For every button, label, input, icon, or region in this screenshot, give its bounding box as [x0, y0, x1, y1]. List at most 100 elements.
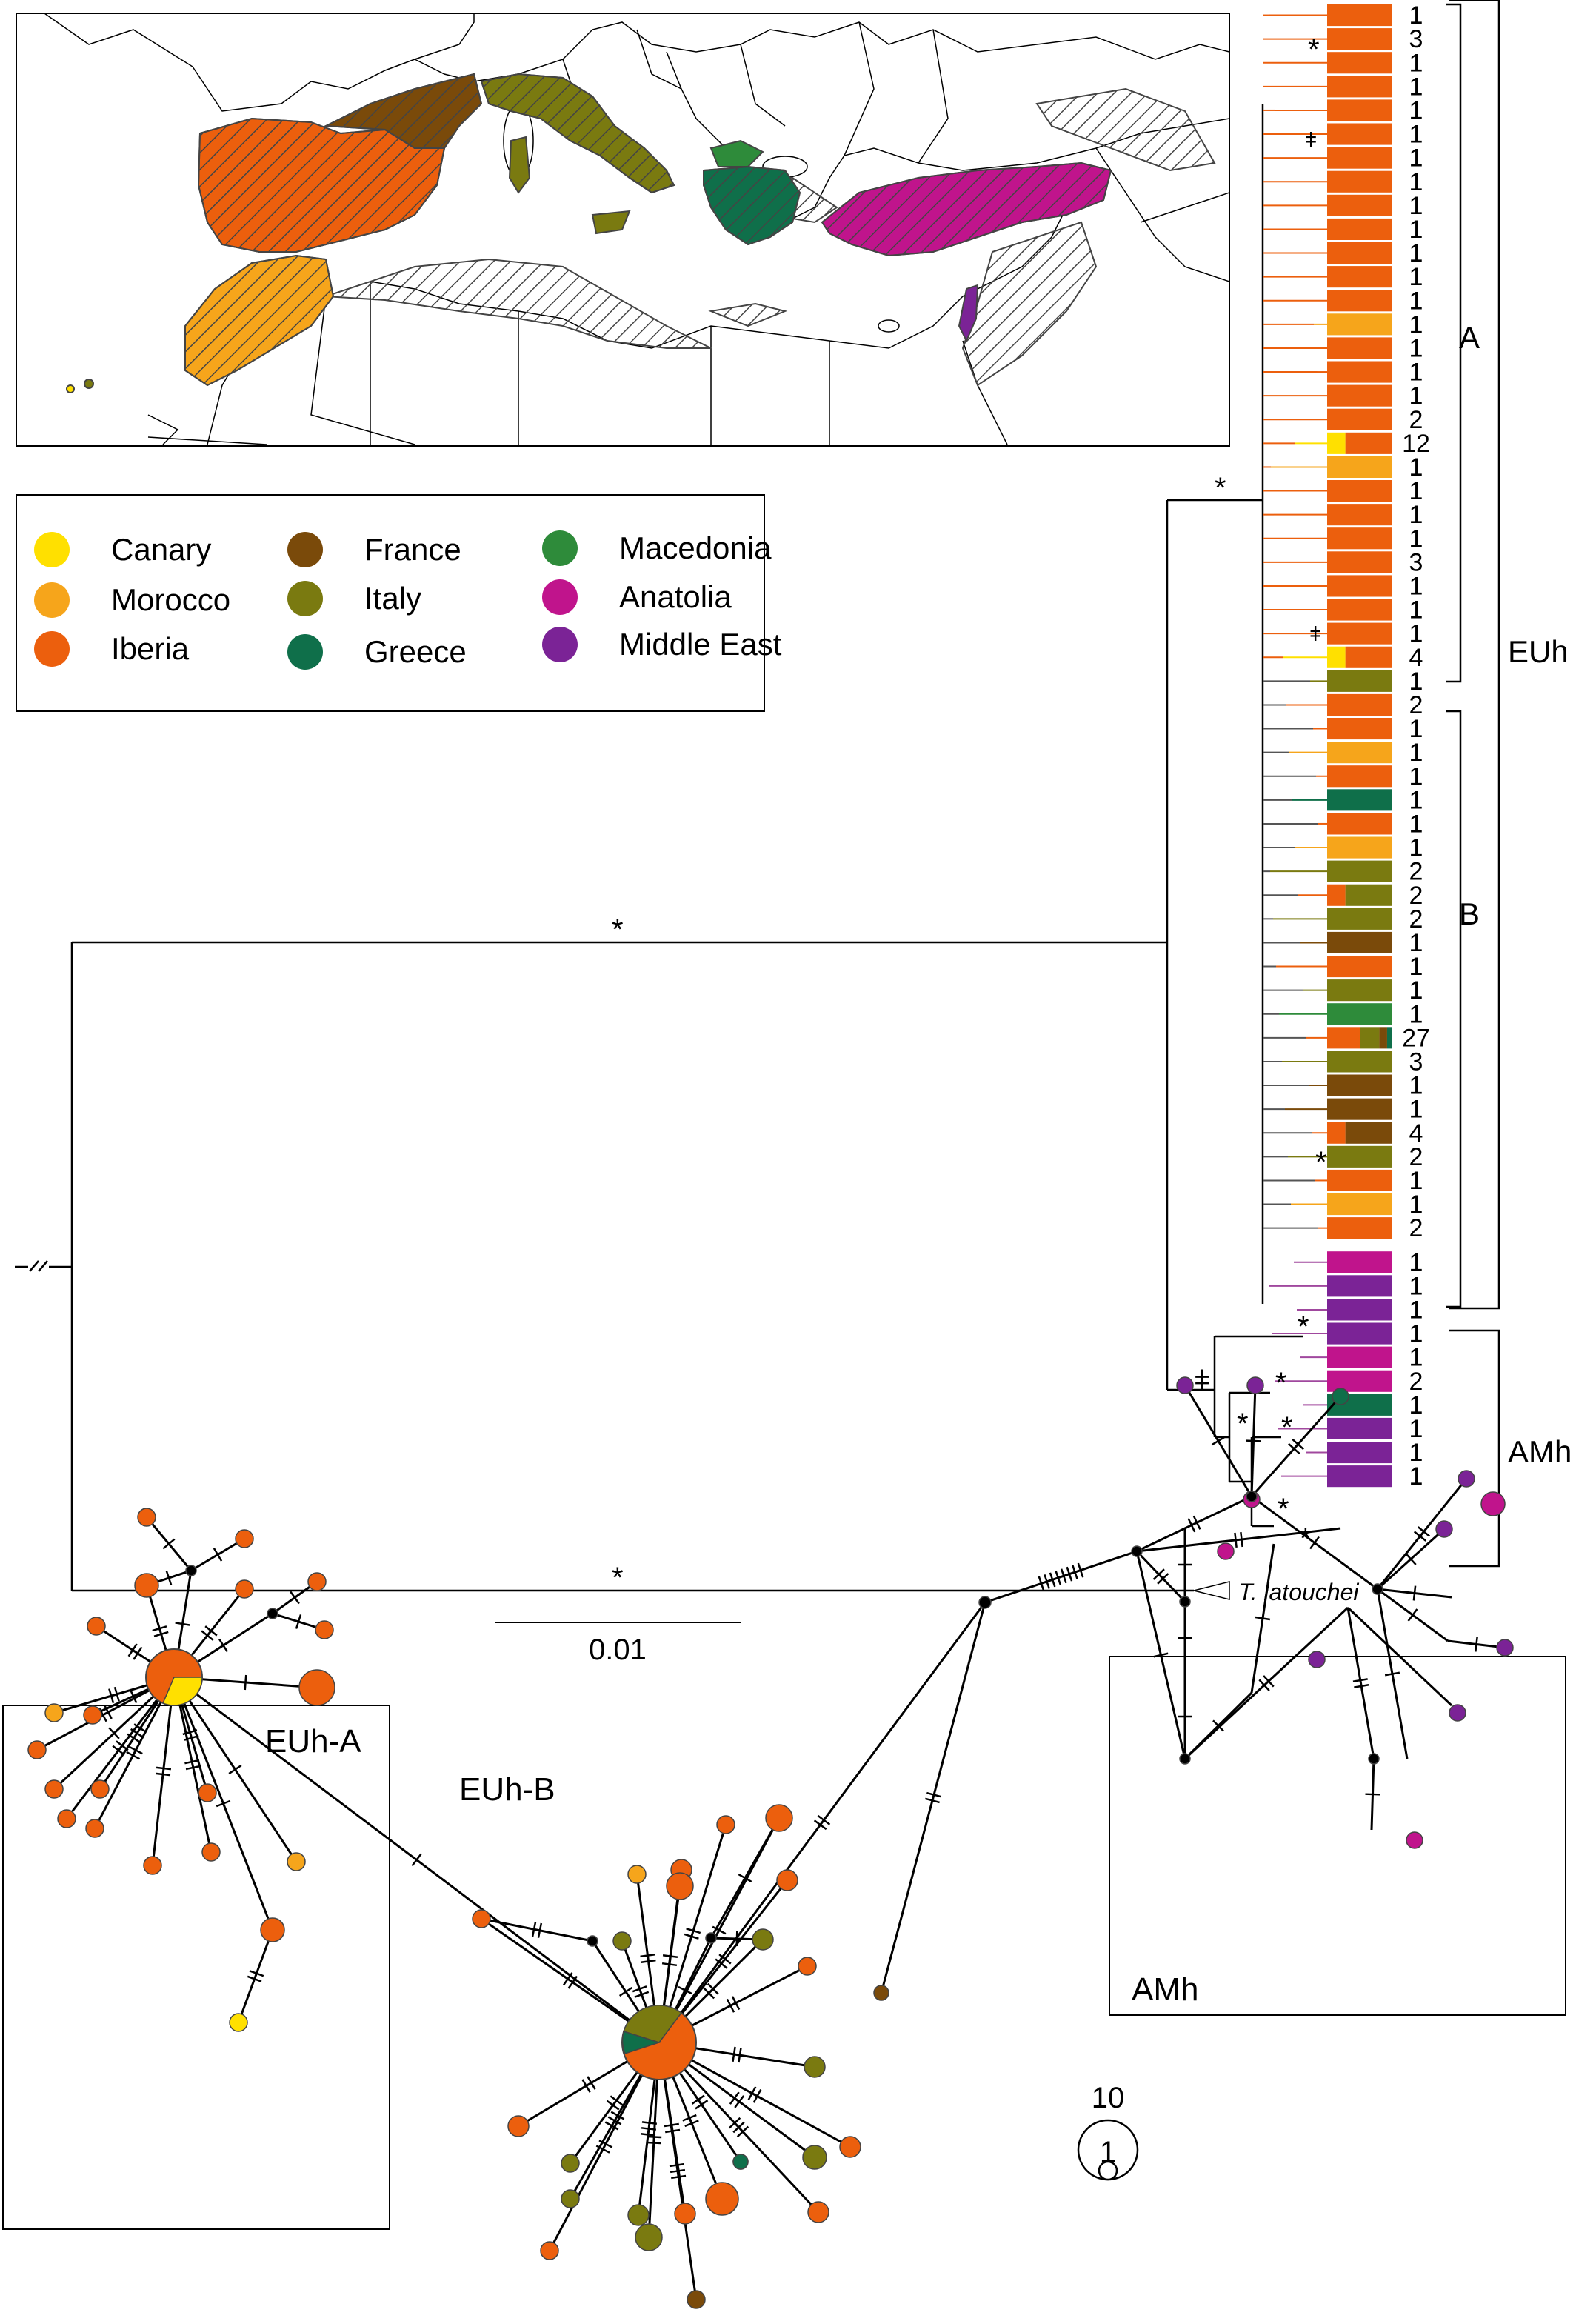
mutation-tick	[618, 1986, 633, 1997]
mutation-tick	[1038, 1576, 1045, 1591]
haplotype-node	[804, 2056, 826, 2078]
network-label-euh-a: EUh-A	[265, 1723, 361, 1759]
mutation-tick	[204, 1625, 218, 1637]
tip-segment	[1327, 622, 1392, 645]
mutation-tick	[1405, 1553, 1417, 1565]
network-edge	[237, 1929, 274, 2023]
region-morocco-hatch	[184, 254, 335, 387]
haplotype-node	[612, 1931, 632, 1951]
tip-count: 2	[1409, 406, 1423, 434]
legend-swatch-france	[287, 532, 323, 567]
haplotype-node	[765, 1804, 793, 1832]
tip-segment	[1327, 1098, 1392, 1120]
mutation-tick	[1044, 1574, 1050, 1589]
network-edge	[1135, 1550, 1186, 1603]
tip-segment	[1327, 646, 1346, 668]
tip-segment	[1327, 813, 1392, 835]
tip-bar: 1	[1327, 834, 1423, 862]
tip-count: 1	[1409, 1415, 1423, 1443]
mutation-tick	[1352, 1678, 1368, 1682]
bracket-b	[1446, 710, 1462, 1308]
tip-segment	[1327, 194, 1392, 216]
tip-bar: 1	[1327, 49, 1423, 77]
tip-segment	[1327, 1193, 1392, 1216]
tip-count: 1	[1409, 239, 1423, 267]
haplotype-node	[1449, 1704, 1466, 1722]
tip-bar: 1	[1327, 1415, 1423, 1443]
phylogenetic-tree: * * * * * * * * * * * ǂ ǂ ǂ 131111111111…	[15, 0, 1572, 1666]
region-middle-east	[958, 284, 979, 343]
mutation-tick	[216, 1799, 231, 1808]
dagger-a-2: ǂ	[1309, 622, 1321, 645]
map-coastline-north	[44, 13, 475, 112]
tip-segment	[1327, 1122, 1346, 1144]
mutation-tick	[185, 1765, 201, 1771]
tip-segment	[1327, 384, 1392, 407]
dagger-amh: ǂ	[1194, 1365, 1210, 1396]
tip-segment	[1327, 1322, 1392, 1345]
haplotype-node	[674, 2203, 696, 2225]
tip-bar: 1	[1327, 1167, 1423, 1195]
tip-count: 1	[1409, 1439, 1423, 1467]
tip-bar: 1	[1327, 310, 1423, 339]
haplotype-node	[87, 1617, 106, 1636]
tip-count: 1	[1409, 1, 1423, 30]
network-edge	[1136, 1495, 1252, 1553]
tip-count: 1	[1409, 1296, 1423, 1325]
tip-count: 1	[1409, 1072, 1423, 1100]
tip-segment	[1327, 147, 1392, 169]
support-star-outgroup: *	[612, 1562, 624, 1594]
dagger-a-1: ǂ	[1305, 128, 1317, 151]
median-vector	[705, 1932, 717, 1944]
map-borders-europe	[562, 21, 949, 164]
tip-segment	[1327, 599, 1392, 621]
tip-bar: 4	[1327, 1119, 1423, 1148]
mutation-tick	[1187, 1518, 1196, 1533]
mutation-tick	[1072, 1565, 1078, 1579]
tip-count: 2	[1409, 1214, 1423, 1242]
tip-bar: 1	[1327, 1320, 1423, 1348]
tip-bar: 3	[1327, 25, 1423, 53]
tip-count: 1	[1409, 667, 1423, 696]
support-star-amh-1: *	[1298, 1311, 1309, 1343]
root-break-2	[38, 1260, 48, 1272]
haplotype-node	[1217, 1542, 1235, 1560]
tip-bar: 1	[1327, 525, 1423, 553]
mutation-tick	[1049, 1572, 1056, 1588]
mutation-tick	[641, 1959, 656, 1964]
tip-bar: 2	[1327, 858, 1423, 886]
tip-segment	[1327, 718, 1392, 740]
haplotype-node	[732, 2154, 749, 2170]
haplotype-node	[298, 1669, 335, 1706]
tip-count: 1	[1409, 1462, 1423, 1491]
tip-bar: 1	[1327, 667, 1423, 696]
mutation-tick	[128, 1745, 143, 1755]
median-vector	[1179, 1753, 1191, 1765]
mutation-tick	[669, 2162, 684, 2168]
tip-bar: 1	[1327, 192, 1423, 220]
haplotype-node	[687, 2290, 706, 2309]
haplotype-node	[472, 1909, 491, 1928]
legend-swatch-middle-east	[542, 627, 578, 662]
tip-bar: 2	[1327, 1368, 1423, 1396]
tip-bar: 1	[1327, 929, 1423, 957]
haplotype-node	[1458, 1470, 1475, 1488]
map-borders-africa	[310, 282, 830, 445]
network-box-euh-a	[2, 1705, 390, 2230]
mutation-tick	[1246, 1439, 1261, 1442]
tip-bar: 2	[1327, 691, 1423, 719]
tip-count: 1	[1409, 1344, 1423, 1372]
mutation-tick	[184, 1759, 200, 1765]
haplotype-node	[507, 2115, 530, 2137]
legend-swatch-morocco	[34, 582, 70, 618]
mutation-tick	[684, 2120, 699, 2128]
mutation-tick	[1212, 1719, 1224, 1732]
mutation-tick	[1412, 1585, 1417, 1601]
mutation-tick	[162, 1538, 176, 1550]
mutation-tick	[1354, 1684, 1369, 1688]
haplotype-node	[198, 1783, 217, 1802]
tip-count: 1	[1409, 573, 1423, 601]
tip-segment	[1345, 884, 1392, 906]
tip-bar: 3	[1327, 1048, 1423, 1076]
tip-segment	[1327, 860, 1392, 882]
